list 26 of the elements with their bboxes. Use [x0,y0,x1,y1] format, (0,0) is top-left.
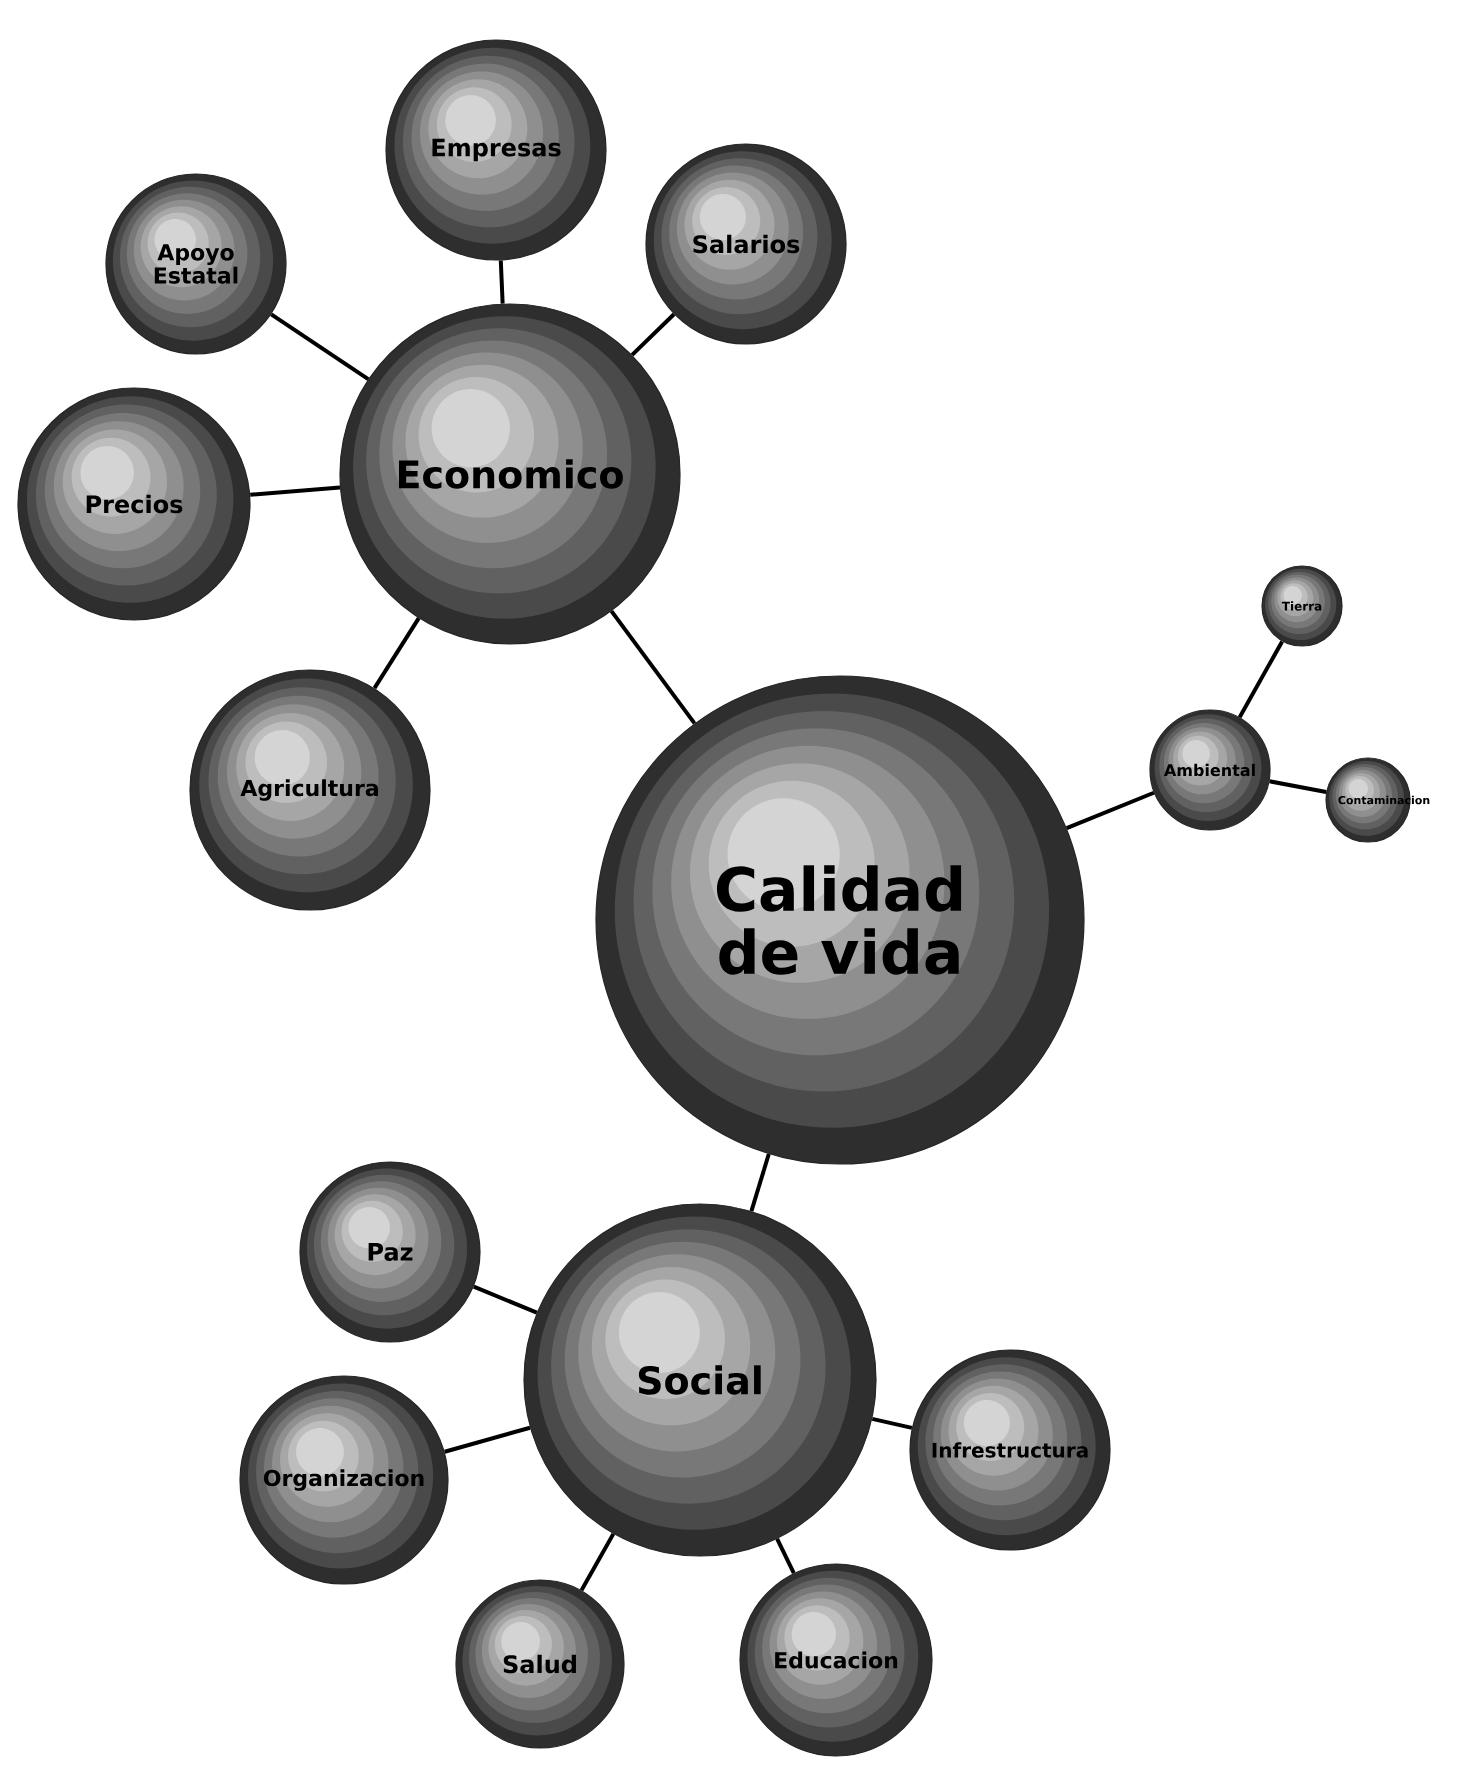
ball-node: Salarios [645,143,847,345]
ball-node: Empresas [385,39,607,261]
connector-line [372,617,421,690]
ball-node: Social [523,1203,877,1557]
ball-node: Paz [299,1161,481,1343]
ball-node: Calidad de vida [595,675,1085,1165]
connector-line [749,1153,771,1212]
connector-line [498,260,505,304]
ball-node: Agricultura [189,669,431,911]
connector-line [579,1532,616,1592]
connector-line [609,609,697,725]
ball-node: Precios [17,387,251,621]
ball-node: Apoyo Estatal [105,173,287,355]
connector-line [1065,790,1155,830]
connector-line [630,312,676,357]
ball-node: Salud [455,1579,625,1749]
connector-line [444,1425,531,1454]
connector-line [871,1416,913,1430]
connector-line [1269,779,1327,795]
ball-node: Educacion [739,1563,933,1757]
connector-line [1237,640,1284,719]
ball-node: Economico [339,303,681,645]
connector-line [775,1538,796,1574]
connector-line [270,312,370,381]
connector-line [473,1284,538,1315]
connector-line [250,485,341,497]
